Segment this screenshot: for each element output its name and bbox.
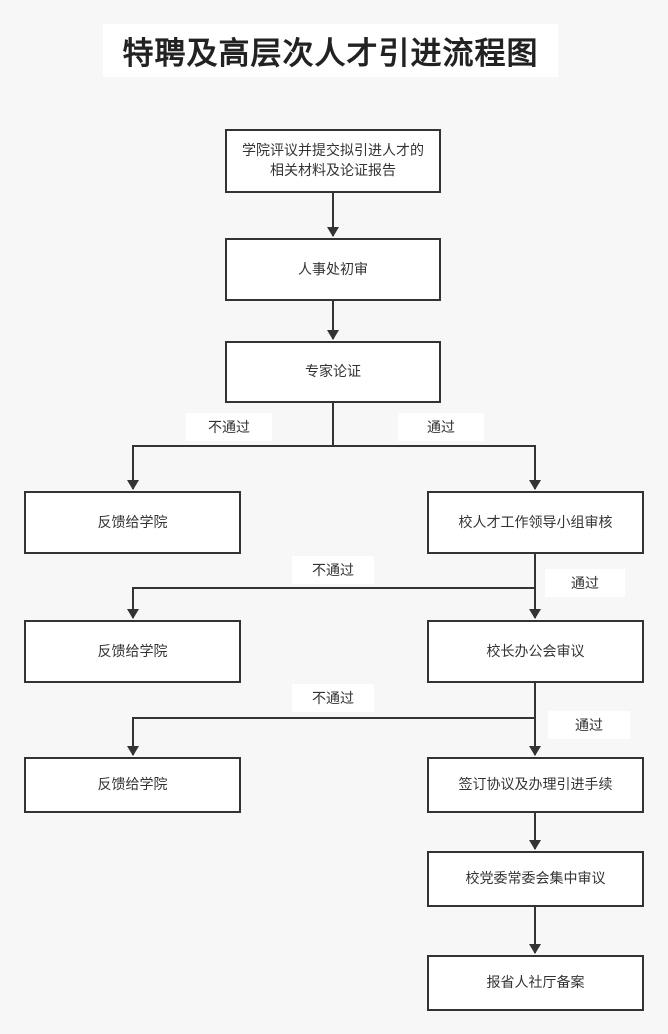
edge-label-pass-3: 通过 [548,711,630,739]
node-president-office: 校长办公会审议 [427,620,644,683]
edge-label-fail-2: 不通过 [292,556,374,584]
edge-expert-to-leader-group [333,445,541,490]
node-leader-group-review: 校人才工作领导小组审核 [427,491,644,554]
edge-label-fail-3: 不通过 [292,684,374,712]
node-feedback-3: 反馈给学院 [24,757,241,813]
node-expert-review: 专家论证 [225,341,441,403]
edge-expert-to-feedback-1 [127,403,334,490]
diagram-title: 特聘及高层次人才引进流程图 [122,36,539,72]
edge-leader-to-feedback-2 [127,587,535,619]
node-hr-initial-review: 人事处初审 [225,238,441,301]
node-sign-agreement: 签订协议及办理引进手续 [427,757,644,813]
edge-president-to-feedback-3 [127,717,535,756]
edge-label-pass-1: 通过 [398,413,484,441]
edge-label-pass-2: 通过 [545,569,625,597]
edge-label-fail-1: 不通过 [186,413,272,441]
node-report-filing: 报省人社厅备案 [427,955,644,1011]
node-feedback-2: 反馈给学院 [24,620,241,683]
node-submit-materials: 学院评议并提交拟引进人才的相关材料及论证报告 [225,129,441,193]
node-feedback-1: 反馈给学院 [24,491,241,554]
title-banner: 特聘及高层次人才引进流程图 [103,24,558,77]
node-party-committee: 校党委常委会集中审议 [427,851,644,907]
